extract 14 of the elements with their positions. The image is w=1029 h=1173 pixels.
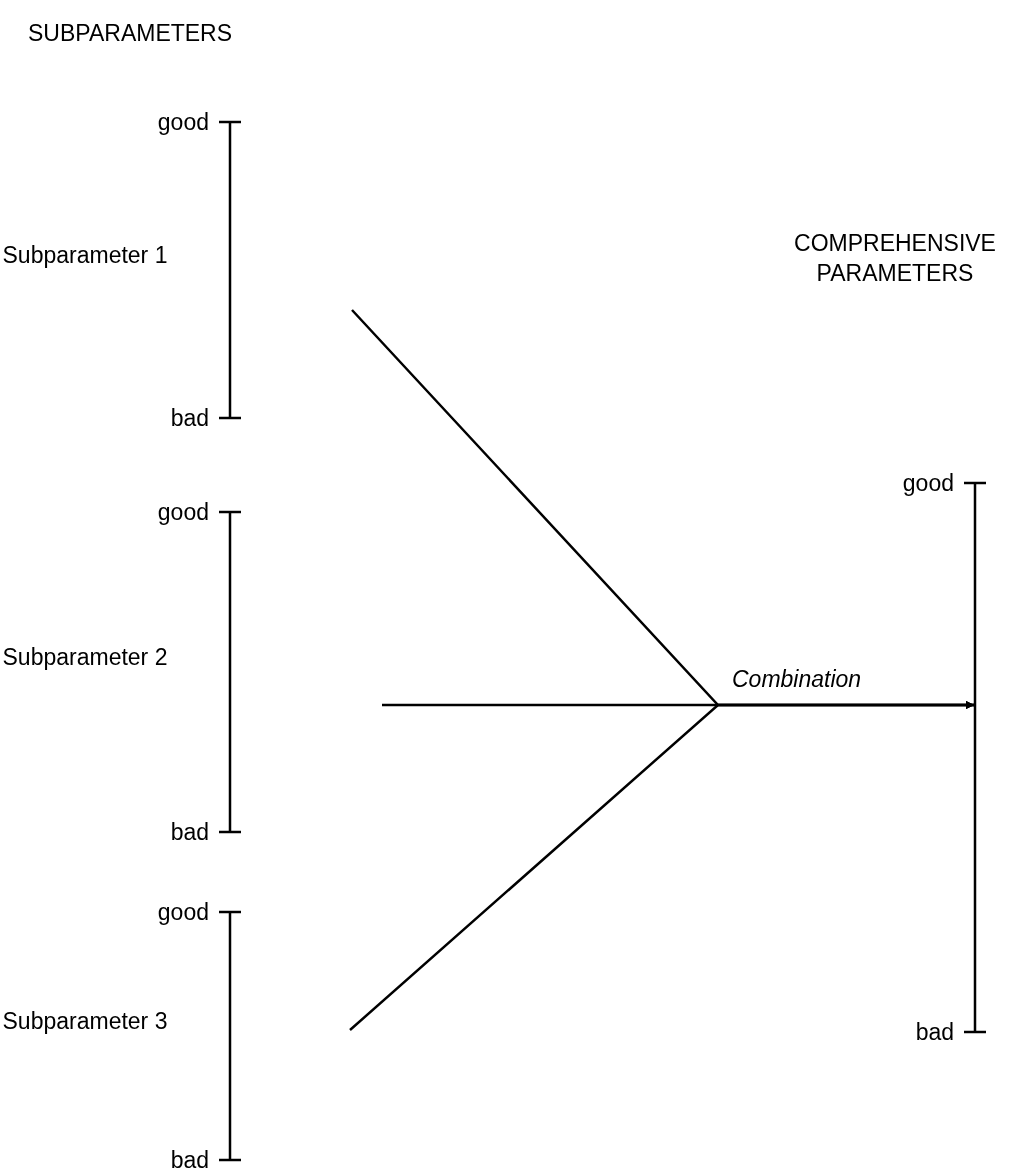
scale-name: Subparameter 2 <box>1 643 169 672</box>
scale-end-label: good <box>157 498 209 527</box>
arrow <box>349 701 974 1031</box>
column-heading: COMPREHENSIVE PARAMETERS <box>793 229 997 288</box>
scale-name: Subparameter 1 <box>1 241 169 270</box>
scale-end-label: bad <box>170 1146 209 1173</box>
scale-end-label: good <box>902 469 954 498</box>
scale-name: Subparameter 3 <box>1 1007 169 1036</box>
scale-end-label: good <box>157 898 209 927</box>
scale-end-label: bad <box>170 818 209 847</box>
scale-end-label: good <box>157 108 209 137</box>
column-heading: SUBPARAMETERS <box>28 19 233 48</box>
scale-end-label: bad <box>170 404 209 433</box>
scale-end-label: bad <box>915 1018 954 1047</box>
